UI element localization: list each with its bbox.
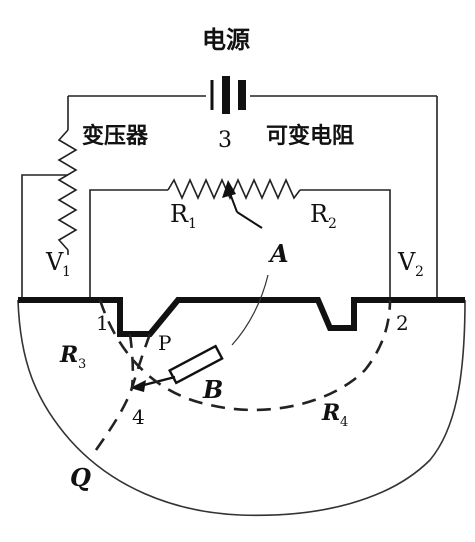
point-b-label: B — [202, 375, 223, 404]
wire-resistor-right — [300, 189, 391, 300]
rod-upper — [231, 274, 269, 346]
r4-subscript: 4 — [340, 415, 348, 430]
r3-label: R — [59, 342, 78, 368]
point-q-label: Q — [70, 463, 91, 492]
r2-subscript: 2 — [328, 216, 337, 232]
resistor-zigzag — [167, 178, 301, 200]
power-source-label: 电源 — [202, 26, 250, 54]
v1-subscript: 1 — [62, 264, 71, 280]
r2-label: R — [310, 200, 329, 228]
transformer-coil — [57, 129, 78, 251]
wire-v1-outer — [21, 174, 68, 300]
ground-surface — [18, 297, 465, 337]
node-3-label: 3 — [218, 128, 232, 153]
node-1-label: 1 — [96, 311, 109, 335]
v2-subscript: 2 — [415, 264, 424, 280]
r1-label: R — [170, 200, 189, 228]
dashed-arc-r4 — [98, 299, 392, 412]
transformer-label: 变压器 — [82, 123, 149, 149]
dashed-to-q — [94, 333, 152, 451]
v2-label: V — [397, 248, 416, 276]
wire-resistor-left — [89, 189, 168, 300]
node-4-label: 4 — [132, 405, 145, 429]
point-a-label: A — [268, 239, 289, 268]
r4-label: R — [321, 400, 340, 426]
node-2-label: 2 — [396, 311, 409, 335]
dashed-vertical-1 — [128, 333, 135, 389]
probe-arrowhead — [130, 380, 146, 392]
v1-label: V — [45, 248, 64, 276]
r1-subscript: 1 — [188, 216, 197, 232]
point-p-label: P — [158, 331, 171, 355]
slider-arrow — [222, 180, 263, 229]
r3-subscript: 3 — [78, 357, 86, 372]
power-source — [68, 76, 437, 114]
variable-resistor-label: 可变电阻 — [266, 123, 354, 149]
ground-body-outline — [17, 299, 466, 517]
